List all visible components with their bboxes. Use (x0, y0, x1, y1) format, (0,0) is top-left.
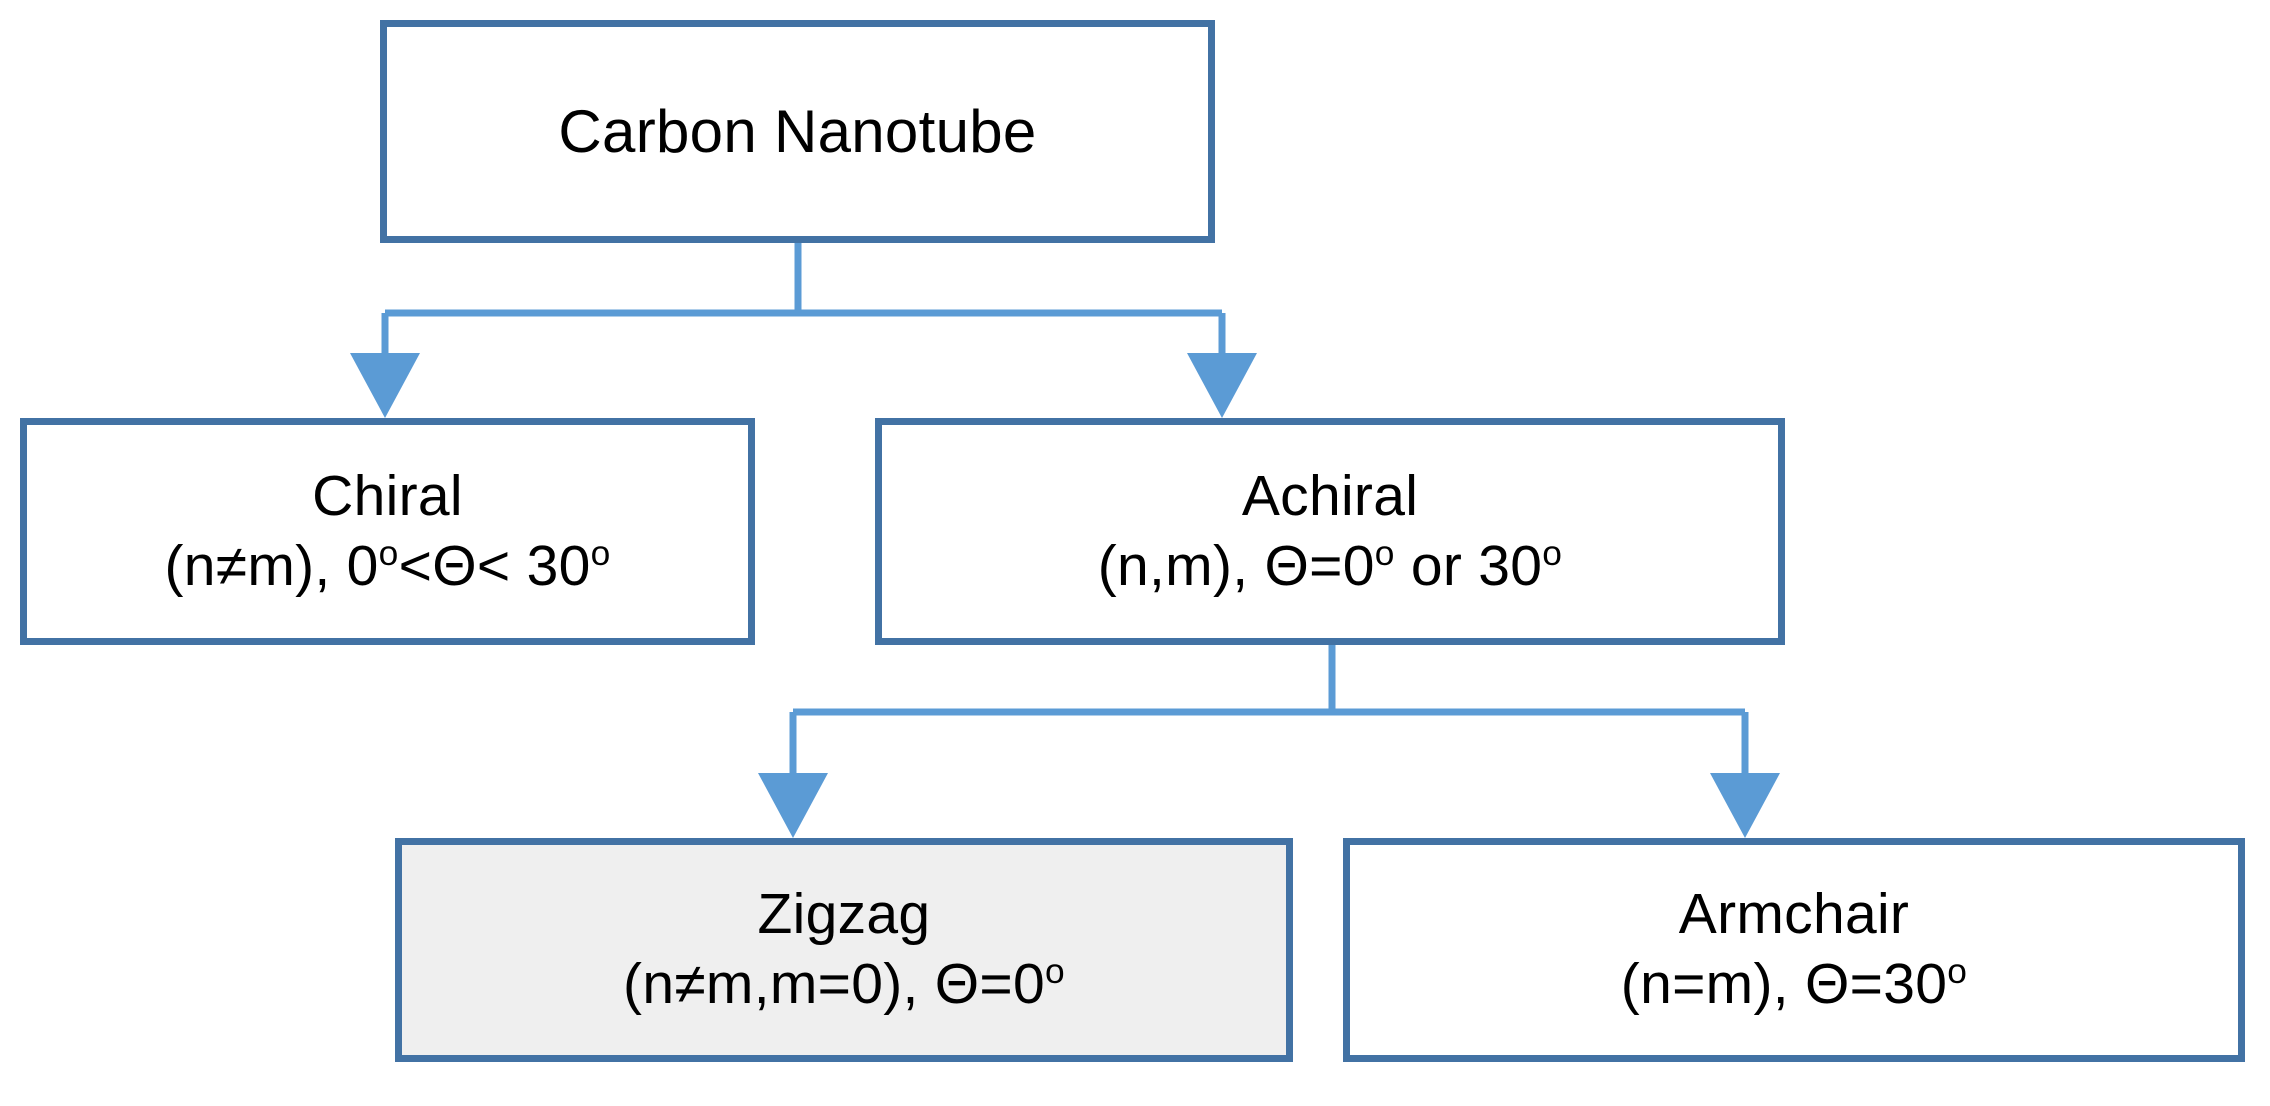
node-chiral-detail: (n≠m), 0o<Θ< 30o (164, 532, 610, 602)
node-achiral[interactable]: Achiral (n,m), Θ=0o or 30o (875, 418, 1785, 645)
node-armchair-detail-prefix: (n=m), Θ=30 (1620, 952, 1948, 1016)
node-zigzag-title: Zigzag (757, 882, 931, 947)
edge-root-to-children (381, 243, 1226, 355)
node-chiral[interactable]: Chiral (n≠m), 0o<Θ< 30o (20, 418, 755, 645)
node-achiral-title: Achiral (1241, 463, 1419, 528)
arrowhead-to-chiral (350, 353, 420, 418)
node-chiral-title: Chiral (312, 463, 463, 528)
node-armchair[interactable]: Armchair (n=m), Θ=30o (1343, 838, 2245, 1062)
node-armchair-degree-1: o (1947, 952, 1968, 991)
node-zigzag-degree-1: o (1044, 952, 1065, 991)
node-achiral-detail-prefix: (n,m), Θ=0 (1097, 533, 1375, 598)
node-chiral-degree-1: o (378, 533, 399, 573)
node-carbon-nanotube[interactable]: Carbon Nanotube (380, 20, 1215, 243)
node-achiral-degree-1: o (1374, 533, 1395, 573)
node-zigzag[interactable]: Zigzag (n≠m,m=0), Θ=0o (395, 838, 1293, 1062)
node-carbon-nanotube-title: Carbon Nanotube (558, 97, 1037, 165)
node-achiral-detail: (n,m), Θ=0o or 30o (1098, 532, 1562, 602)
arrowhead-to-zigzag (758, 773, 828, 838)
edge-achiral-to-children (789, 645, 1749, 775)
node-achiral-degree-2: o (1542, 533, 1563, 573)
node-zigzag-detail: (n≠m,m=0), Θ=0o (623, 950, 1065, 1020)
node-achiral-detail-mid: or 30 (1394, 533, 1543, 598)
node-zigzag-detail-prefix: (n≠m,m=0), Θ=0 (623, 952, 1045, 1016)
node-chiral-degree-2: o (590, 533, 611, 573)
node-armchair-detail: (n=m), Θ=30o (1621, 950, 1967, 1020)
node-chiral-detail-prefix: (n≠m), 0 (164, 533, 379, 598)
node-armchair-title: Armchair (1678, 882, 1910, 947)
arrowhead-to-armchair (1710, 773, 1780, 838)
node-chiral-detail-mid: <Θ< 30 (398, 533, 591, 598)
arrowhead-to-achiral (1187, 353, 1257, 418)
